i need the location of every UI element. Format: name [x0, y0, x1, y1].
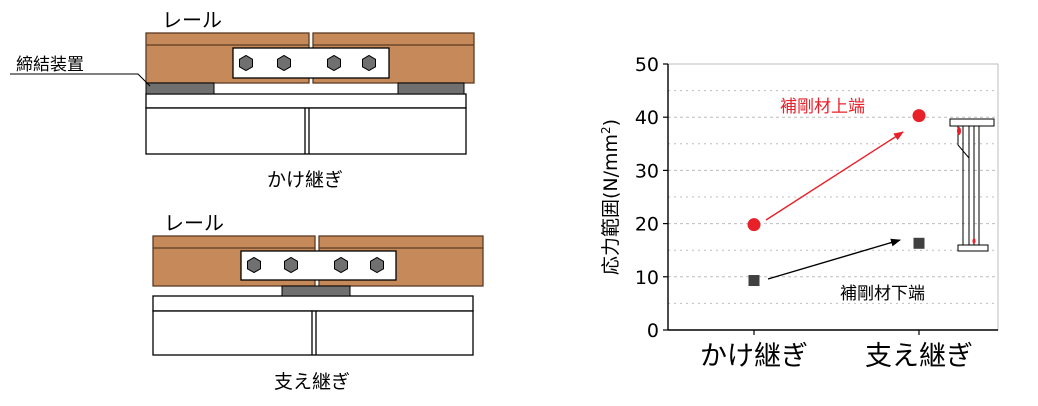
device-label: 締結装置: [16, 55, 84, 75]
y-axis-label-tail: ): [600, 119, 622, 126]
trend-arrow-lower: [767, 238, 901, 280]
series-label-upper: 補剛材上端: [780, 97, 865, 117]
data-point-upper: [747, 218, 761, 232]
x-tick-label: 支え継ぎ: [865, 341, 973, 372]
x-tick-label: かけ継ぎ: [700, 341, 808, 372]
series-label-lower: 補剛材下端: [840, 284, 925, 304]
y-ticks: 0 10 20 30 40 50: [635, 54, 668, 342]
y-axis-label: 応力範囲(N/mm2): [599, 119, 622, 275]
stiffener-section-inset: [949, 118, 995, 252]
series-marks: [747, 109, 926, 287]
y-axis-label-superscript: 2: [599, 126, 613, 134]
rail-label: レール: [162, 8, 222, 32]
data-point-upper: [912, 109, 926, 123]
diagram-sasaetsugi: レール 支え継ぎ: [152, 211, 484, 393]
fastening-device: [281, 285, 351, 297]
data-point-lower: [913, 237, 925, 249]
bolt-icon: [334, 256, 348, 274]
bolt-group: [239, 54, 376, 72]
device-leader-line: [10, 73, 151, 87]
bolt-icon: [277, 54, 291, 72]
data-point-lower: [748, 275, 760, 287]
girder-body: [145, 107, 467, 155]
girder-body: [152, 310, 474, 356]
trend-arrow-upper: [765, 131, 904, 221]
bolt-icon: [284, 256, 298, 274]
section-web: [968, 125, 975, 246]
y-tick-label: 30: [635, 160, 659, 182]
rail-label: レール: [164, 211, 224, 235]
girder-top-flange: [145, 93, 467, 109]
fastening-device: [397, 82, 465, 95]
bolt-icon: [362, 54, 376, 72]
y-tick-label: 10: [635, 267, 659, 289]
bolt-icon: [247, 256, 261, 274]
y-tick-label: 40: [635, 107, 659, 129]
y-tick-label: 0: [647, 320, 659, 342]
section-top-flange: [949, 118, 995, 127]
y-tick-label: 50: [635, 54, 659, 76]
chart: 0 10 20 30 40 50 かけ継ぎ 支え継ぎ 応力範囲(N/mm2) 補剛材上端 補…: [599, 54, 999, 372]
y-tick-label: 20: [635, 214, 659, 236]
bolt-icon: [239, 54, 253, 72]
gauge-mark-lower: [972, 238, 976, 244]
diagram-caption: 支え継ぎ: [274, 371, 350, 393]
section-bottom-flange: [957, 244, 989, 252]
bolt-group: [247, 256, 384, 274]
fastening-device: [145, 82, 215, 95]
girder-top-flange: [152, 295, 474, 312]
grid-lines: [668, 90, 998, 304]
diagram-caption: かけ継ぎ: [267, 169, 343, 191]
gauge-mark-upper: [957, 127, 961, 135]
diagram-kakotsugi: レール 締結装置 かけ継ぎ: [10, 8, 475, 191]
bolt-icon: [370, 256, 384, 274]
bolt-icon: [327, 54, 341, 72]
x-ticks: かけ継ぎ 支え継ぎ: [700, 330, 973, 372]
